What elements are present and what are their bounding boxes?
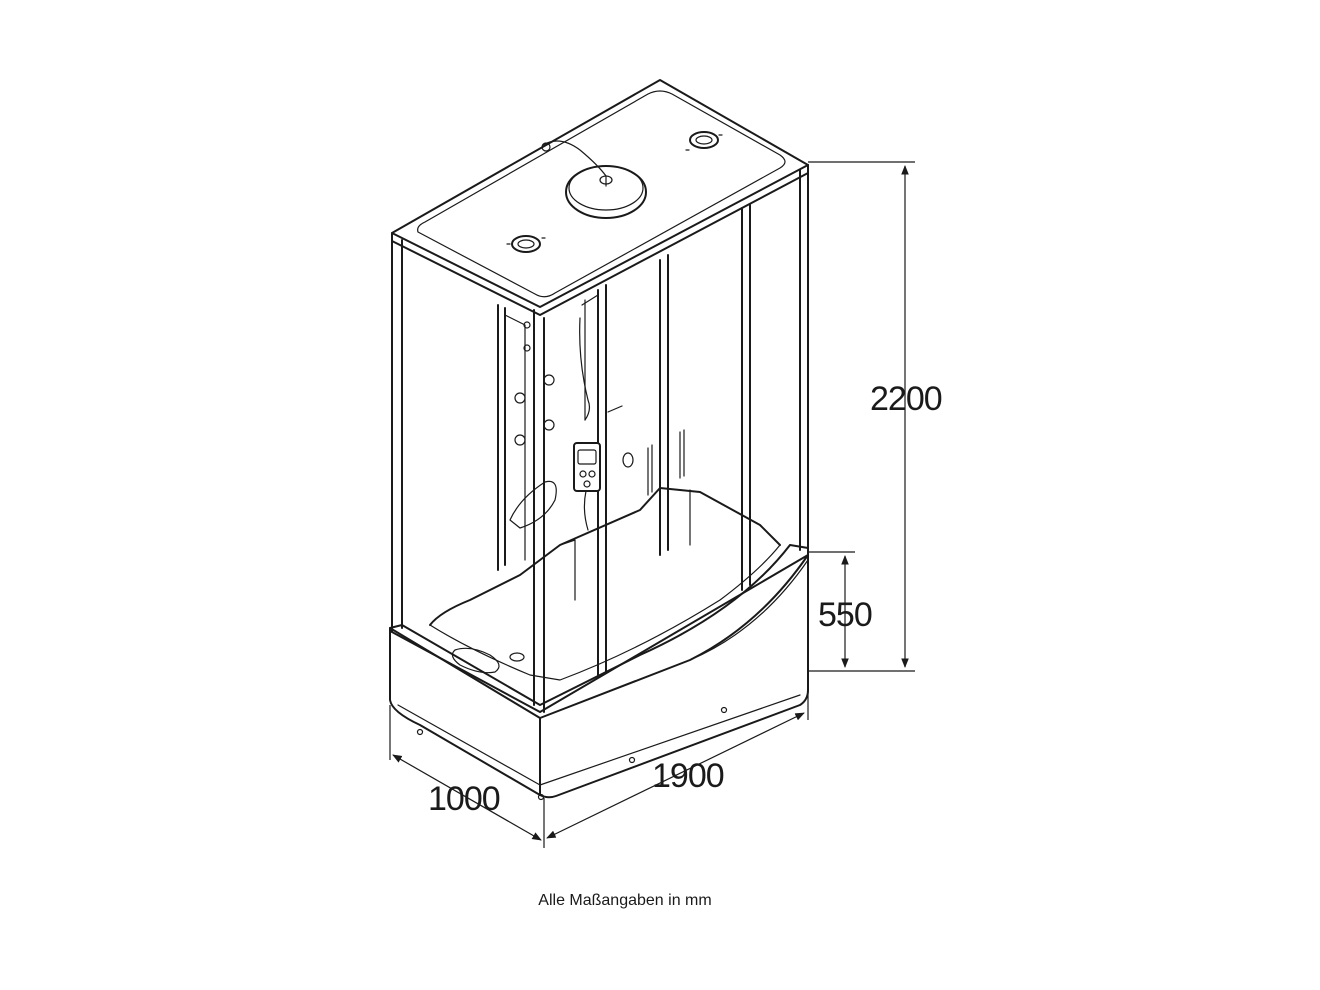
control-panel [504, 294, 634, 561]
dimension-lines [389, 161, 915, 848]
tray-height-label: 550 [818, 596, 872, 634]
bathtub-base [389, 487, 809, 801]
height-label: 2200 [870, 380, 942, 418]
roof [391, 79, 809, 316]
depth-label: 1000 [428, 780, 500, 818]
units-footnote: Alle Maßangaben in mm [538, 892, 712, 909]
width-label: 1900 [652, 757, 724, 795]
